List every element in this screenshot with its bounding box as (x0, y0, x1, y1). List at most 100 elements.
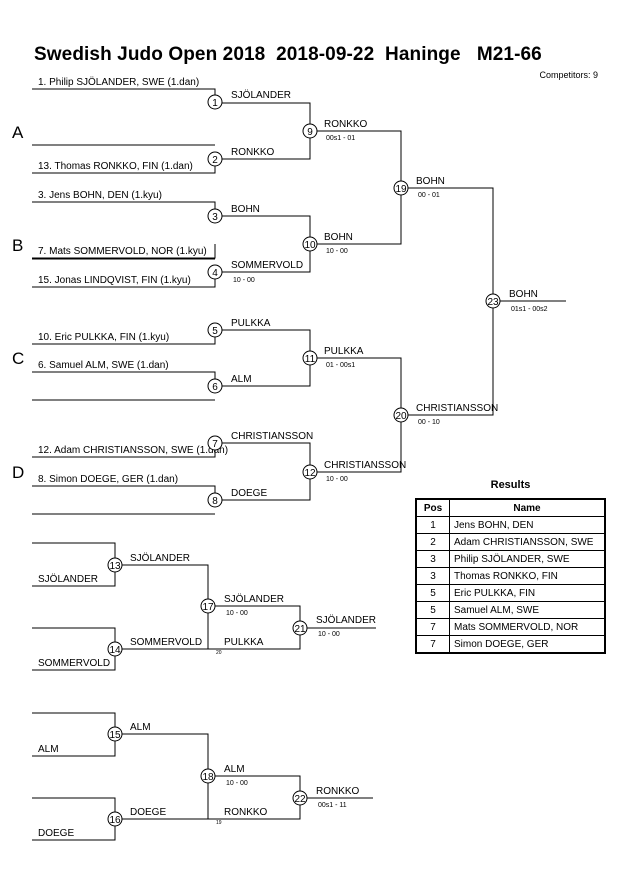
match-number: 7 (212, 439, 218, 450)
results-name: Simon DOEGE, GER (449, 635, 606, 654)
match-winner: BOHN (324, 232, 353, 243)
pool-label-a: A (12, 123, 24, 142)
match-winner: ALM (224, 764, 245, 775)
results-pos: 7 (415, 618, 450, 636)
match-number: 20 (395, 411, 407, 422)
final-score: 01s1 - 00s2 (511, 306, 548, 313)
match-number: 10 (304, 240, 316, 251)
entry-name: 12. Adam CHRISTIANSSON, SWE (1.dan) (38, 445, 228, 456)
entry-name: 3. Jens BOHN, DEN (1.kyu) (38, 190, 162, 201)
repechage-entry: SOMMERVOLD (38, 658, 110, 669)
entry-name: 15. Jonas LINDQVIST, FIN (1.kyu) (38, 275, 191, 286)
repechage-cross-note: 20 (216, 650, 222, 656)
match-number: 5 (212, 326, 218, 337)
match-number: 12 (304, 468, 316, 479)
match-number: 21 (294, 624, 306, 635)
results-title: Results (490, 479, 531, 491)
match-winner: BOHN (416, 176, 445, 187)
results-header-name: Name (449, 498, 606, 517)
entry-name: 13. Thomas RONKKO, FIN (1.dan) (38, 161, 193, 172)
match-number: 16 (109, 815, 121, 826)
results-pos: 3 (415, 567, 450, 585)
match-score: 01 - 00s1 (326, 362, 355, 369)
match-number: 19 (395, 184, 407, 195)
match-winner: RONKKO (324, 119, 368, 130)
results-pos: 7 (415, 635, 450, 654)
match-number: 17 (202, 602, 214, 613)
match-winner: SJÖLANDER (130, 552, 190, 564)
match-winner: ALM (231, 374, 252, 385)
match-winner: SOMMERVOLD (231, 260, 303, 271)
final-winner: BOHN (509, 289, 538, 300)
pool-label-c: C (12, 349, 24, 368)
repechage-entry: ALM (38, 744, 59, 755)
competitors-count: Competitors: 9 (539, 70, 598, 80)
match-score: 10 - 00 (226, 610, 248, 617)
results-name: Adam CHRISTIANSSON, SWE (449, 533, 606, 551)
match-winner: SJÖLANDER (224, 593, 284, 605)
match-winner: SOMMERVOLD (130, 637, 202, 648)
match-number: 6 (212, 382, 218, 393)
match-winner: DOEGE (231, 488, 267, 499)
match-number: 18 (202, 772, 214, 783)
results-name: Thomas RONKKO, FIN (449, 567, 606, 585)
pool-label-d: D (12, 463, 24, 482)
match-number: 14 (109, 645, 121, 656)
entry-name: 8. Simon DOEGE, GER (1.dan) (38, 474, 178, 485)
entry-name: 10. Eric PULKKA, FIN (1.kyu) (38, 332, 169, 343)
page-title: Swedish Judo Open 2018 2018-09-22 Haning… (34, 44, 542, 65)
match-number: 3 (212, 212, 218, 223)
match-number: 9 (307, 127, 313, 138)
results-pos: 2 (415, 533, 450, 551)
match-winner: PULKKA (231, 318, 271, 329)
results-name: Jens BOHN, DEN (449, 516, 606, 534)
results-name: Eric PULKKA, FIN (449, 584, 606, 602)
bronze-score: 10 - 00 (318, 631, 340, 638)
match-score: 00s1 - 01 (326, 135, 355, 142)
results-pos: 5 (415, 601, 450, 619)
results-pos: 3 (415, 550, 450, 568)
repechage-cross-note: 19 (216, 820, 222, 826)
match-winner: BOHN (231, 204, 260, 215)
repechage-entry: DOEGE (38, 828, 74, 839)
match-winner: CHRISTIANSSON (416, 403, 498, 414)
match-winner: PULKKA (324, 346, 364, 357)
results-pos: 5 (415, 584, 450, 602)
results-header-row: Pos Name (415, 498, 606, 517)
pool-label-b: B (12, 236, 23, 255)
match-winner: SJÖLANDER (231, 89, 291, 101)
entry-name: 6. Samuel ALM, SWE (1.dan) (38, 360, 169, 371)
entry-name: 7. Mats SOMMERVOLD, NOR (1.kyu) (38, 246, 207, 257)
repechage-cross-entry: PULKKA (224, 637, 264, 648)
match-winner: ALM (130, 722, 151, 733)
results-name: Philip SJÖLANDER, SWE (449, 550, 606, 568)
match-number: 22 (294, 794, 306, 805)
repechage-entry: SJÖLANDER (38, 573, 98, 585)
match-winner: RONKKO (231, 147, 275, 158)
results-pos: 1 (415, 516, 450, 534)
bronze-score: 00s1 - 11 (318, 802, 347, 809)
match-score: 10 - 00 (326, 248, 348, 255)
match-number: 15 (109, 730, 121, 741)
match-number: 8 (212, 496, 218, 507)
bronze-winner: SJÖLANDER (316, 614, 376, 626)
match-winner: CHRISTIANSSON (324, 460, 406, 471)
match-score: 00 - 01 (418, 192, 440, 199)
results-name: Samuel ALM, SWE (449, 601, 606, 619)
match-number: 11 (305, 354, 316, 365)
match-number: 23 (487, 297, 499, 308)
entry-name: 1. Philip SJÖLANDER, SWE (1.dan) (38, 76, 199, 88)
results-name: Mats SOMMERVOLD, NOR (449, 618, 606, 636)
match-number: 2 (212, 155, 218, 166)
bronze-winner: RONKKO (316, 786, 360, 797)
match-number: 13 (109, 561, 121, 572)
